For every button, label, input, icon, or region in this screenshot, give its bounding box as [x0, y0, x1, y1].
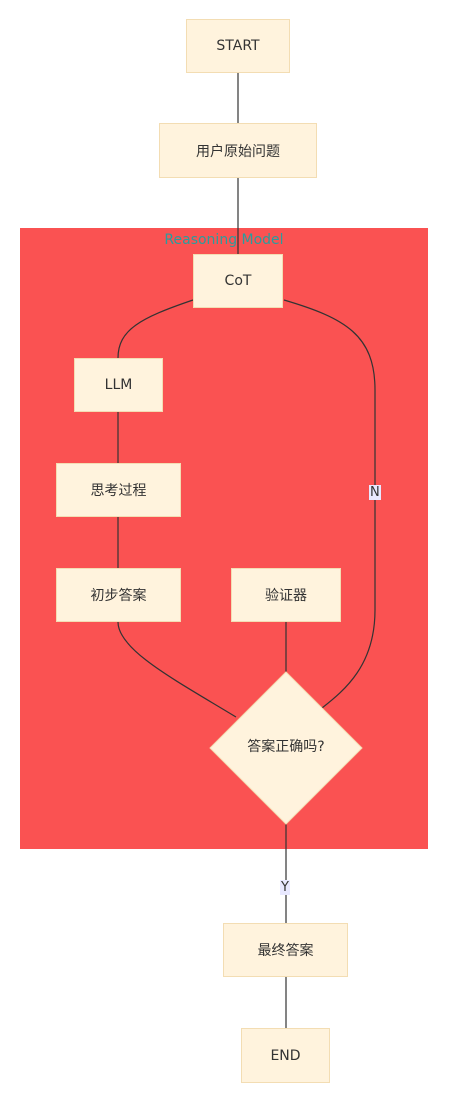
edge-label-no: N	[369, 485, 381, 500]
verifier-node: 验证器	[231, 568, 341, 622]
cluster-title: Reasoning Model	[164, 232, 284, 248]
edge-cot-to-decision-no	[283, 299, 376, 709]
question-node: 用户原始问题	[159, 123, 317, 178]
thinking-node: 思考过程	[56, 463, 181, 517]
final-answer-node: 最终答案	[223, 923, 348, 977]
initial-answer-node: 初步答案	[56, 568, 181, 622]
decision-node-label: 答案正确吗?	[247, 739, 325, 755]
llm-node: LLM	[74, 358, 163, 412]
edge-initial-answer-to-decision	[117, 621, 237, 718]
end-node: END	[241, 1028, 330, 1083]
start-node: START	[186, 19, 290, 73]
cot-node: CoT	[193, 254, 283, 308]
edge-cot-to-llm	[117, 299, 194, 359]
decision-diamond	[209, 671, 363, 825]
edge-label-yes: Y	[280, 880, 290, 895]
